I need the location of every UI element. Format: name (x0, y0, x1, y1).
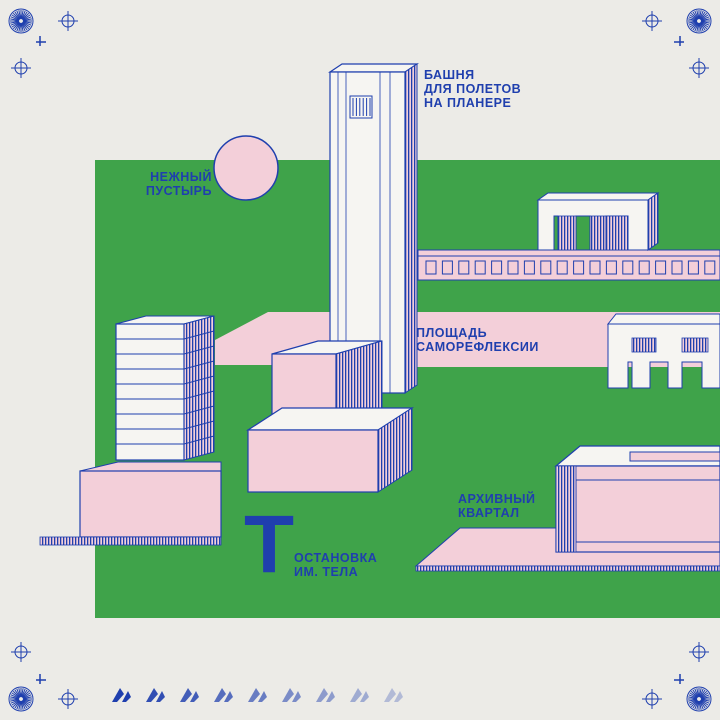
glider-row (112, 688, 403, 702)
glider-icon (180, 688, 199, 702)
glider-icon (214, 688, 233, 702)
label-self-reflection-square: ПЛОЩАДЬ САМОРЕФЛЕКСИИ (416, 326, 539, 354)
glider-icon (112, 688, 131, 702)
bus-stop-symbol: T (244, 499, 295, 590)
left-stack-building (115, 315, 215, 461)
sunburst-icon (8, 686, 34, 712)
crosshair-icon (11, 11, 709, 709)
archive-building (414, 445, 720, 572)
square-right-building (606, 313, 720, 389)
label-glider-tower: БАШНЯ ДЛЯ ПОЛЕТОВ НА ПЛАНЕРЕ (424, 68, 522, 110)
glider-icon (248, 688, 267, 702)
glider-icon (282, 688, 301, 702)
label-body-stop: ОСТАНОВКА ИМ. ТЕЛА (294, 551, 378, 579)
back-long-building (417, 249, 720, 281)
corner-brackets (36, 36, 684, 684)
glider-icon (316, 688, 335, 702)
sunburst-icon (8, 8, 34, 34)
desert-circle (213, 135, 279, 201)
glider-icon (350, 688, 369, 702)
lower-cube (245, 407, 415, 493)
label-archive-quarter: АРХИВНЫЙ КВАРТАЛ (458, 492, 536, 520)
glider-icon (146, 688, 165, 702)
arch-building (536, 192, 660, 251)
glider-icon (384, 688, 403, 702)
glider-tower (328, 63, 419, 394)
label-gentle-desert: НЕЖНЫЙ ПУСТЫРЬ (145, 170, 212, 198)
sunburst-icon (686, 8, 712, 34)
sunburst-icon (686, 686, 712, 712)
left-base-building (39, 461, 222, 546)
